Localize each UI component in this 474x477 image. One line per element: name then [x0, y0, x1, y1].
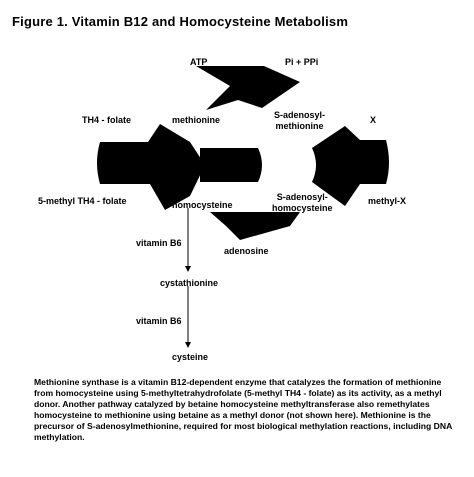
transsulfuration-arrowhead-1: [185, 266, 191, 272]
folate-cycle-arrow-tip: [200, 148, 262, 182]
atp-hydrolysis-arrow: [196, 66, 300, 110]
adenosine-label: adenosine: [224, 246, 269, 256]
vitamin-b6-label-2: vitamin B6: [136, 316, 182, 326]
methyl-transfer-arrow: [312, 126, 389, 206]
adenosine-release-arrow: [210, 212, 300, 240]
methionine-label: methionine: [172, 115, 221, 125]
thf-folate-label: TH4 - folate: [82, 115, 132, 125]
atp-label: ATP: [190, 57, 208, 67]
figure-caption: Methionine synthase is a vitamin B12-dep…: [34, 377, 452, 442]
methyl-x-label: methyl-X: [368, 196, 407, 206]
cysteine-label: cysteine: [172, 352, 209, 362]
vitamin-b6-label-1: vitamin B6: [136, 238, 182, 248]
sam-label: S-adenosyl- methionine: [274, 110, 326, 131]
homocysteine-label: homocysteine: [172, 200, 233, 210]
x-label: X: [370, 115, 377, 125]
methyl-thf-folate-label: 5-methyl TH4 - folate: [38, 196, 127, 206]
sah-label: S-adenosyl- homocysteine: [272, 192, 333, 213]
cystathionine-label: cystathionine: [160, 278, 219, 288]
folate-cycle-arrow: [97, 124, 205, 210]
pi-ppi-label: Pi + PPi: [285, 57, 319, 67]
transsulfuration-arrowhead-2: [185, 342, 191, 348]
figure-title: Figure 1. Vitamin B12 and Homocysteine M…: [12, 14, 349, 29]
